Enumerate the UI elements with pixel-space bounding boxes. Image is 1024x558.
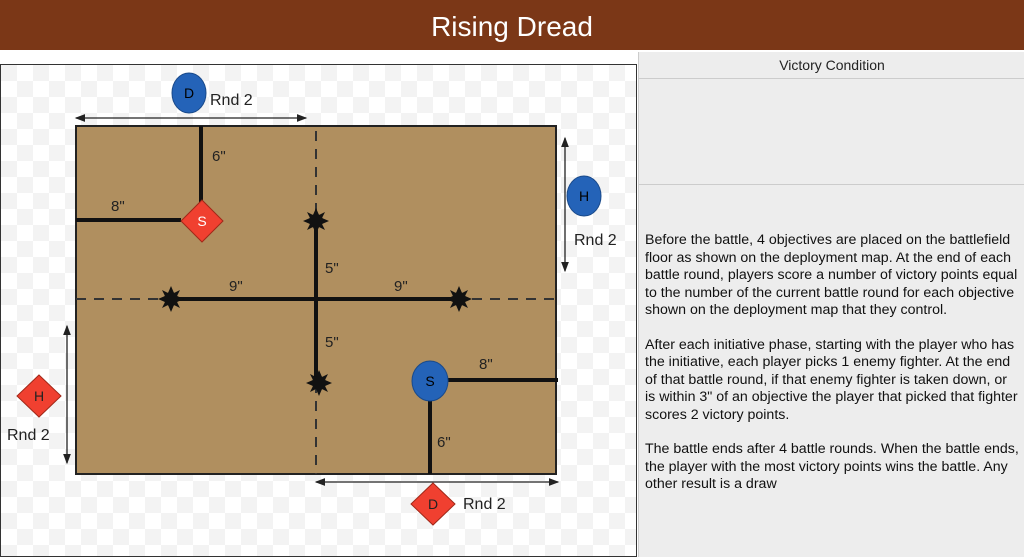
victory-condition-heading: Victory Condition <box>639 52 1024 79</box>
svg-text:H: H <box>579 188 589 204</box>
distance-label: 5" <box>325 260 339 277</box>
red-deployment-s: S <box>180 199 224 243</box>
red-deployment-h: H <box>16 374 62 418</box>
svg-text:S: S <box>197 213 206 229</box>
distance-label: 5" <box>325 334 339 351</box>
deployment-map: 6" 8" 5" 9" 9" 5" 8" 6" Rnd 2 Rnd 2 Rnd … <box>0 64 637 557</box>
distance-label: 9" <box>229 278 243 295</box>
blue-deployment-s: S <box>411 360 449 402</box>
page-header: Rising Dread <box>0 0 1024 50</box>
measure-lines <box>76 126 558 474</box>
blue-deployment-d: D <box>171 72 207 114</box>
svg-text:H: H <box>34 388 44 404</box>
victory-condition-text: Before the battle, 4 objectives are plac… <box>639 185 1024 494</box>
paragraph: After each initiative phase, starting wi… <box>645 336 1018 423</box>
blank-cell <box>639 79 1024 185</box>
map-svg: 6" 8" 5" 9" 9" 5" 8" 6" Rnd 2 Rnd 2 Rnd … <box>7 72 617 526</box>
page-title: Rising Dread <box>431 11 593 42</box>
svg-text:D: D <box>184 85 194 101</box>
distance-label: 6" <box>437 434 451 451</box>
range-arrows <box>63 114 569 486</box>
round-label: Rnd 2 <box>574 232 617 249</box>
distance-label: 9" <box>394 278 408 295</box>
svg-text:S: S <box>425 373 434 389</box>
svg-text:D: D <box>428 496 438 512</box>
blue-deployment-h: H <box>566 175 602 217</box>
distance-label: 8" <box>111 198 125 215</box>
round-label: Rnd 2 <box>7 427 50 444</box>
red-deployment-d: D <box>410 482 456 526</box>
distance-label: 8" <box>479 356 493 373</box>
distance-label: 6" <box>212 148 226 165</box>
round-label: Rnd 2 <box>463 496 506 513</box>
round-label: Rnd 2 <box>210 92 253 109</box>
victory-condition-panel: Victory Condition Before the battle, 4 o… <box>638 52 1024 557</box>
paragraph: The battle ends after 4 battle rounds. W… <box>645 441 1019 492</box>
paragraph: Before the battle, 4 objectives are plac… <box>645 232 1018 318</box>
